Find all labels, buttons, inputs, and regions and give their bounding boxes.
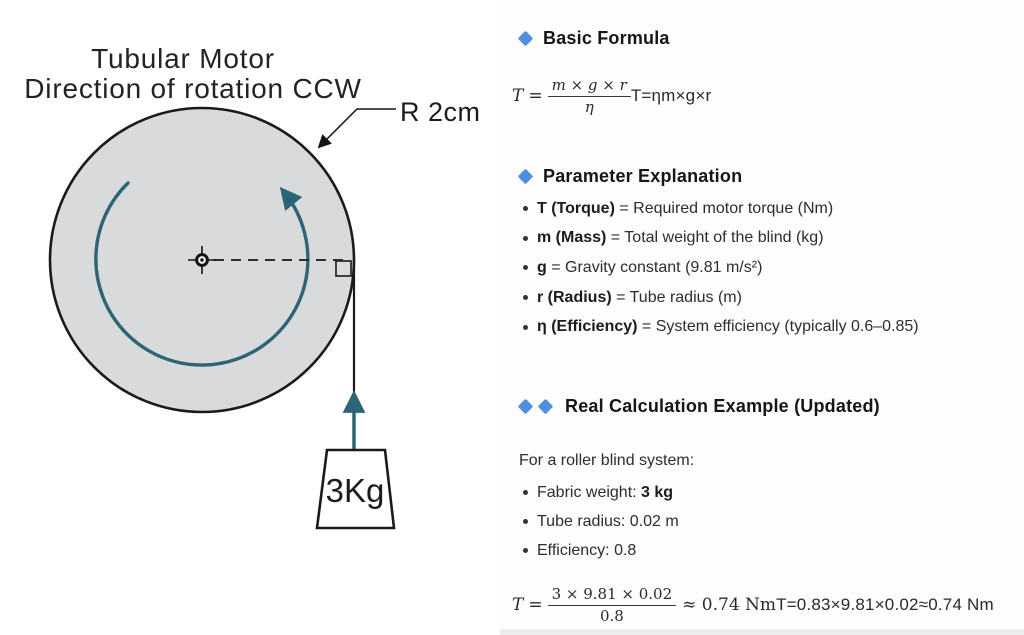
math-fraction: 3 × 9.81 × 0.02 0.8 (547, 585, 677, 626)
parameter-desc: = Gravity constant (9.81 m/s²) (546, 258, 763, 276)
bullet-dot-icon (523, 206, 528, 212)
weight-label: 3Kg (326, 472, 385, 509)
list-item: η (Efficiency) = System efficiency (typi… (523, 312, 1016, 342)
list-item: Efficiency: 0.8 (523, 536, 1016, 565)
example-list: Fabric weight: 3 kg Tube radius: 0.02 m … (523, 478, 1016, 565)
fraction-numerator: m × g × r (547, 76, 631, 97)
bullet-dot-icon (523, 295, 528, 301)
section-title: Real Calculation Example (Updated) (565, 396, 880, 416)
math-result: ≈ 0.74 Nm (682, 595, 777, 615)
section-header-parameters: Parameter Explanation (517, 166, 743, 187)
diamond-bullet-icon (517, 398, 534, 415)
list-item: r (Radius) = Tube radius (m) (523, 283, 1016, 313)
parameter-term: g (537, 258, 547, 276)
plain-formula-text: T=ηm×g×r (630, 86, 712, 105)
example-equation: T = 3 × 9.81 × 0.02 0.8 ≈ 0.74 Nm T=0.83… (512, 580, 994, 630)
radius-label: R 2cm (400, 97, 481, 127)
diamond-bullet-icon (517, 168, 534, 185)
example-intro: For a roller blind system: (519, 452, 695, 469)
radius-leader-line (317, 108, 396, 149)
bullet-dot-icon (523, 490, 528, 495)
parameter-desc: = System efficiency (typically 0.6–0.85) (637, 318, 919, 336)
section-title: Parameter Explanation (543, 166, 743, 186)
plain-formula-text: T=0.83×9.81×0.02≈0.74 Nm (776, 595, 994, 614)
bullet-dot-icon (523, 548, 528, 553)
parameter-desc: = Required motor torque (Nm) (614, 199, 834, 217)
list-item: Fabric weight: 3 kg (523, 478, 1016, 507)
fraction-denominator: η (584, 97, 594, 116)
parameter-term: r (Radius) (537, 288, 612, 306)
section-header-example: Real Calculation Example (Updated) (517, 396, 880, 417)
diamond-bullet-icon (537, 398, 554, 415)
parameter-desc: = Total weight of the blind (kg) (606, 229, 824, 247)
tubular-motor-diagram: Tubular Motor Direction of rotation CCW … (24, 43, 481, 530)
ccw-rotation-arrow (94, 181, 310, 367)
list-item: Tube radius: 0.02 m (523, 507, 1016, 536)
example-lead: Fabric weight: (537, 483, 642, 501)
bullet-dot-icon (523, 235, 528, 241)
bullet-dot-icon (523, 519, 528, 524)
diagram-title-line2: Direction of rotation CCW (24, 73, 361, 104)
math-T: T (512, 86, 524, 106)
example-bold: 3 kg (641, 483, 674, 501)
fraction-numerator: 3 × 9.81 × 0.02 (547, 585, 677, 606)
math-T: T (512, 595, 524, 615)
math-equals: = (528, 86, 543, 106)
math-equals: = (528, 595, 543, 615)
page-bottom-edge (500, 629, 1024, 635)
basic-formula-equation: T = m × g × r η T=ηm×g×r (512, 72, 711, 120)
section-title: Basic Formula (543, 28, 670, 48)
parameter-term: η (Efficiency) (537, 318, 638, 336)
parameter-term: m (Mass) (537, 229, 607, 247)
diagram-title-line1: Tubular Motor (91, 43, 275, 74)
section-header-basic-formula: Basic Formula (517, 28, 670, 49)
parameter-term: T (Torque) (537, 199, 615, 217)
example-lead: Tube radius: 0.02 m (537, 512, 679, 530)
center-crosshair-icon (188, 246, 216, 274)
explanation-panel: Basic Formula T = m × g × r η T=ηm×g×r P… (500, 0, 1024, 635)
list-item: T (Torque) = Required motor torque (Nm) (523, 194, 1016, 224)
right-angle-marker (335, 260, 352, 277)
math-fraction: m × g × r η (547, 76, 631, 117)
parameter-list: T (Torque) = Required motor torque (Nm) … (523, 194, 1016, 342)
parameter-desc: = Tube radius (m) (611, 288, 742, 306)
example-lead: Efficiency: 0.8 (537, 541, 637, 559)
list-item: m (Mass) = Total weight of the blind (kg… (523, 224, 1016, 254)
bullet-dot-icon (523, 265, 528, 271)
list-item: g = Gravity constant (9.81 m/s²) (523, 253, 1016, 283)
fraction-denominator: 0.8 (599, 606, 624, 625)
diamond-bullet-icon (517, 30, 534, 47)
weight-trapezoid (315, 448, 396, 530)
bullet-dot-icon (523, 324, 528, 330)
